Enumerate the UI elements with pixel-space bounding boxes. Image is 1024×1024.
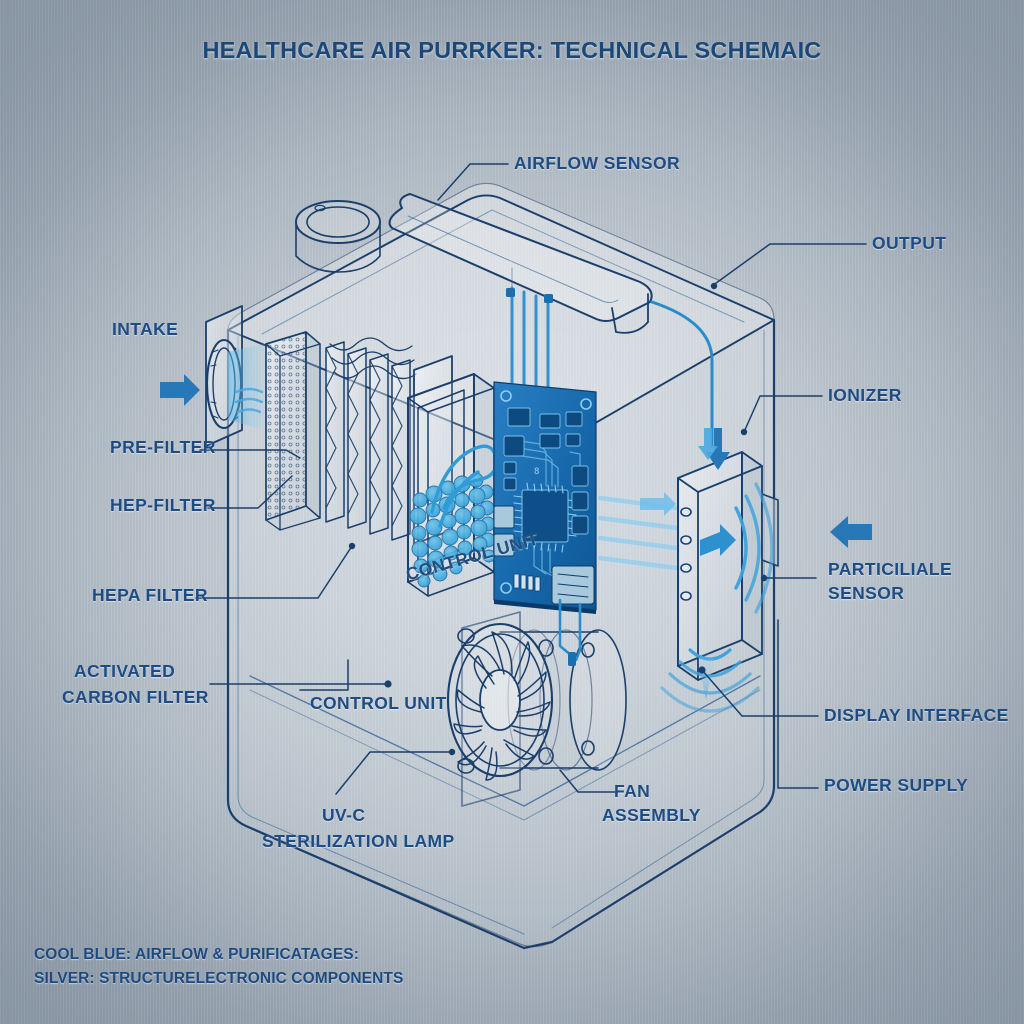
stream-arrows (640, 492, 676, 516)
ionizer-arrow (700, 524, 736, 556)
ionizer-top-arrow (698, 428, 718, 460)
leader-lines (195, 163, 867, 795)
label-particulate-sensor-line2: SENSOR (828, 583, 905, 603)
harness-clips (506, 288, 553, 303)
intake-airflow (228, 342, 272, 432)
label-uvc-lamp-line1: UV-C (322, 805, 366, 825)
legend-line-1: COOL BLUE: AIRFLOW & PURIFICATAGES: (34, 946, 359, 963)
pre-filter-mesh (265, 331, 321, 531)
carbon-filter-bin (407, 373, 499, 597)
axial-fan-assembly (446, 611, 627, 807)
label-display-interface: DISPLAY INTERFACE (824, 705, 1009, 725)
label-uvc-lamp-line2: STERILIZATION LAMP (262, 831, 455, 851)
label-intake: INTAKE (112, 319, 179, 339)
label-power-supply: POWER SUPPLY (824, 775, 969, 795)
legend-line-2: SILVER: STRUCTURELECTRONIC COMPONENTS (34, 970, 404, 987)
label-pre-filter: PRE-FILTER (110, 437, 216, 457)
intake-arrow (160, 374, 200, 406)
label-hep-filter: HEP-FILTER (110, 495, 216, 515)
inlet-arrow (830, 516, 872, 548)
output-arrow (706, 428, 730, 470)
label-hepa-filter: HEPA FILTER (92, 585, 208, 605)
label-fan-assembly-line1: FAN (614, 781, 651, 801)
label-fan-assembly-line2: ASSEMBLY (602, 805, 701, 825)
label-activated-carbon-filter-line2: CARBON FILTER (62, 687, 209, 707)
label-airflow-sensor: AIRFLOW SENSOR (514, 153, 681, 173)
label-ionizer: IONIZER (828, 385, 902, 405)
printed-circuit-board: 8 (493, 381, 597, 614)
label-output: OUTPUT (872, 233, 947, 253)
fan-connector (568, 652, 576, 666)
label-activated-carbon-filter-line1: ACTIVATED (74, 661, 176, 681)
label-control-unit-lower: CONTROL UNIT (310, 693, 447, 713)
fan-power-leads (558, 598, 582, 662)
page-title: HEALTHCARE AIR PURRKER: TECHNICAL SCHEMA… (202, 37, 822, 63)
svg-text:8: 8 (534, 467, 539, 477)
output-duct-line (650, 300, 714, 448)
ion-wave-arcs-right (734, 482, 774, 614)
label-particulate-sensor-line1: PARTICILIALE (828, 559, 953, 579)
